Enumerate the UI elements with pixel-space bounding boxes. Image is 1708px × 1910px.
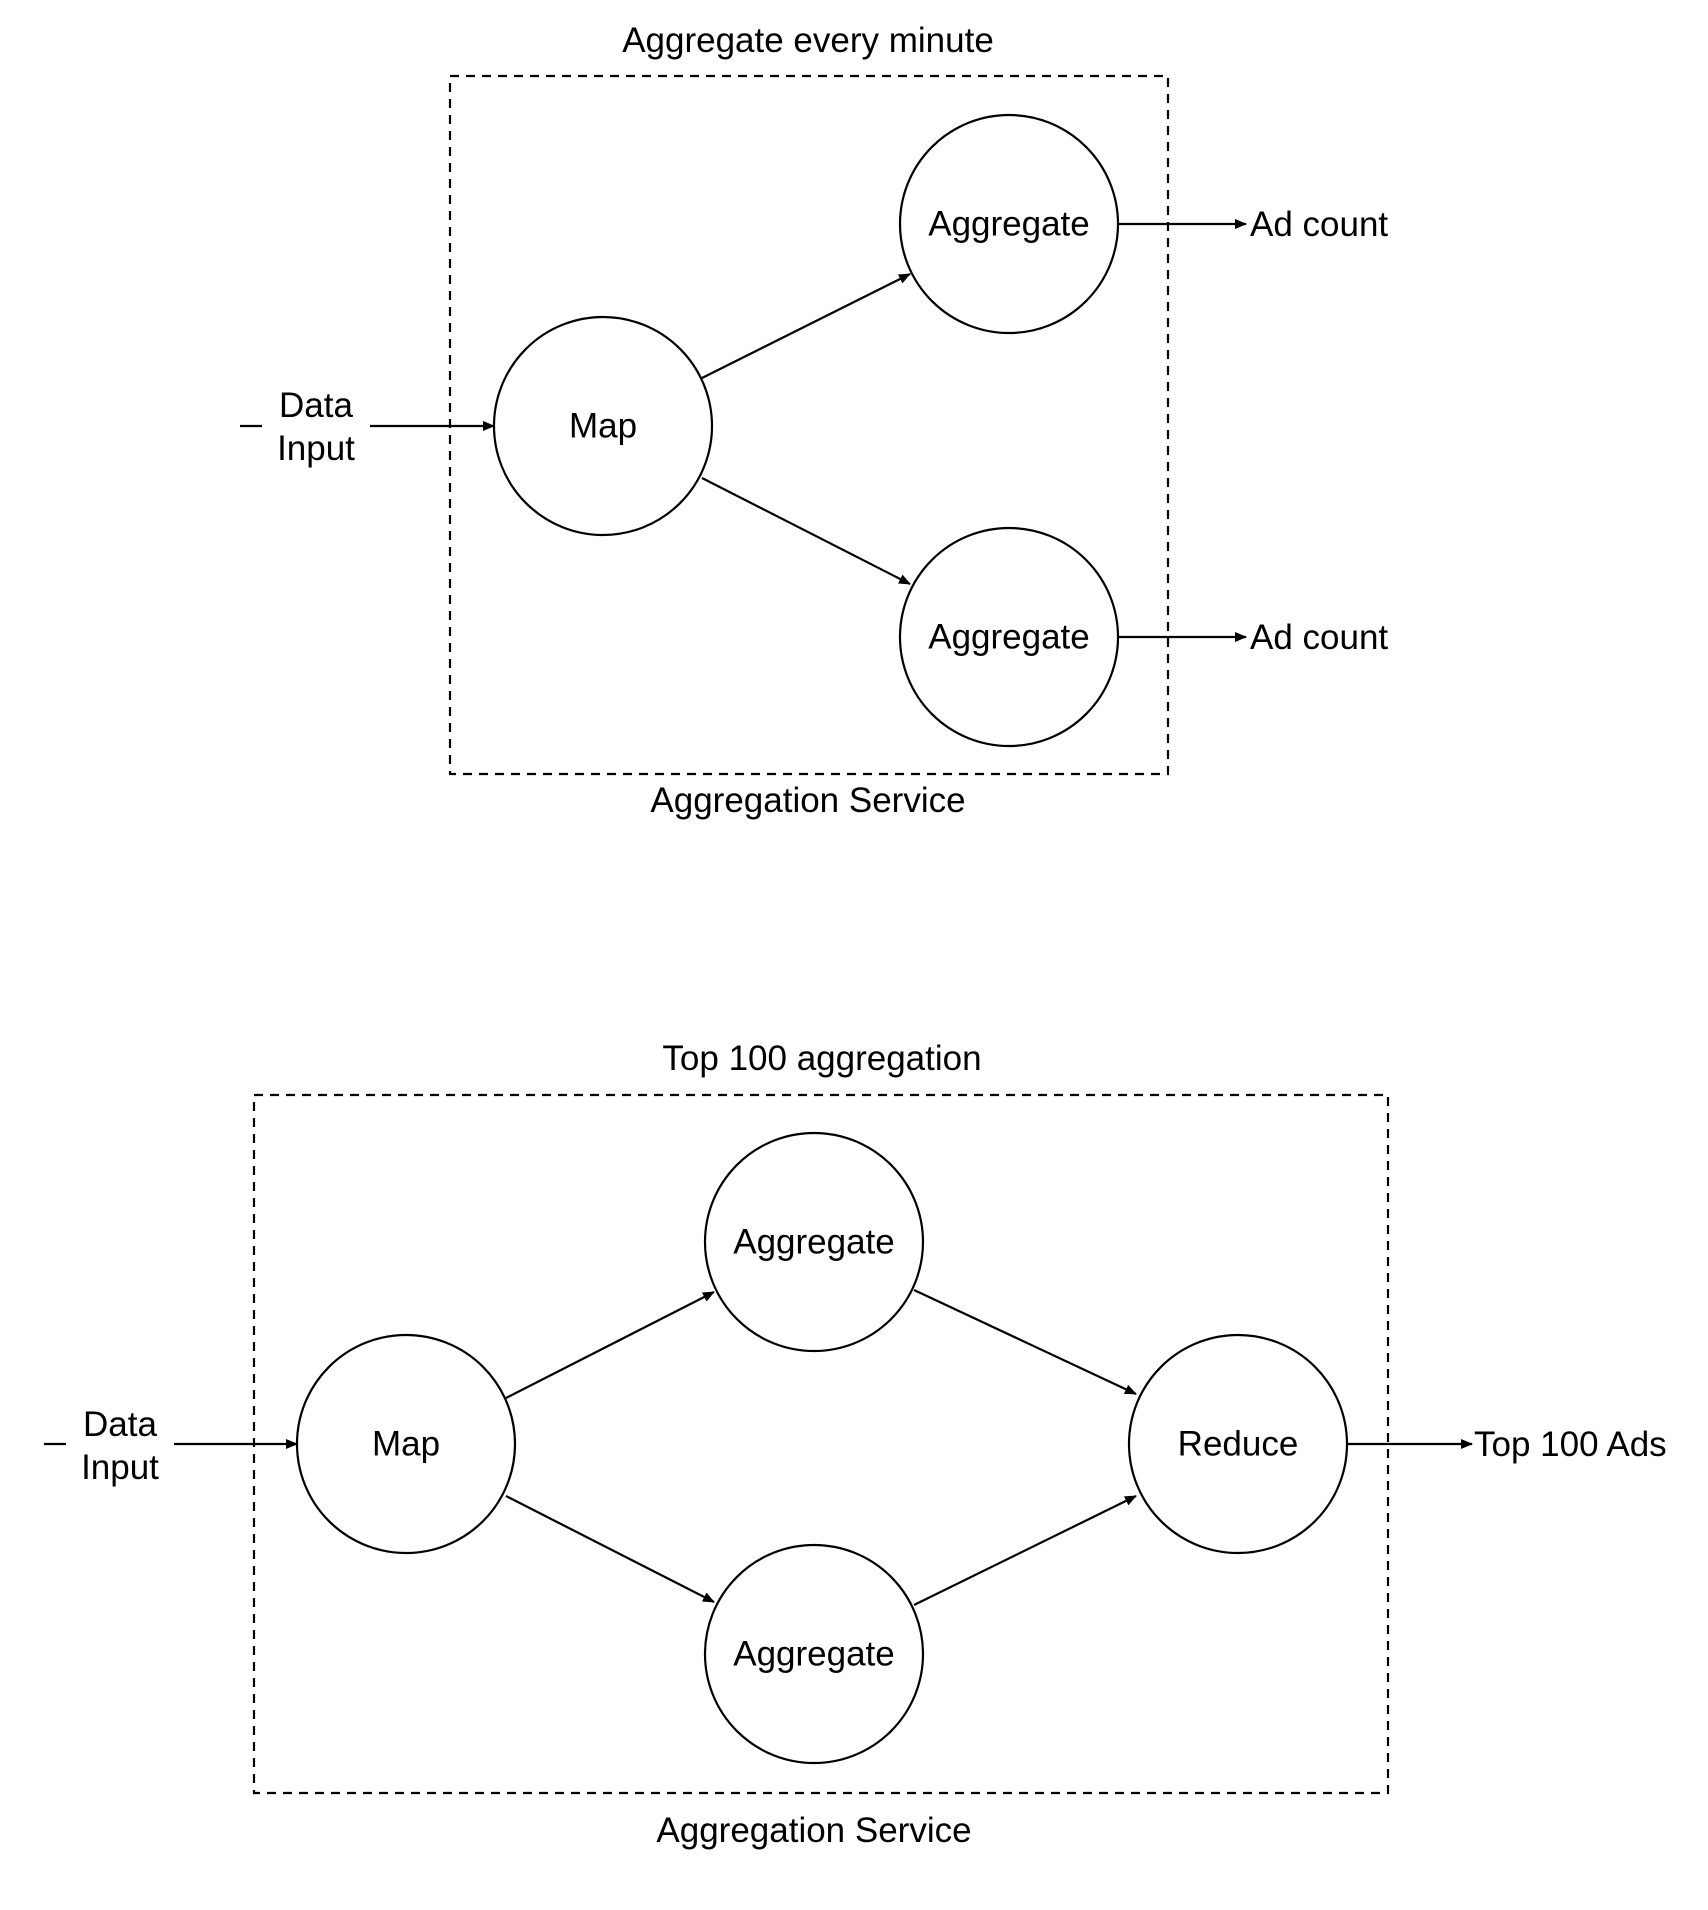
- diagram2-edge-aggregate-top-to-reduce: [913, 1289, 1137, 1395]
- diagram2-reduce-label: Reduce: [1178, 1425, 1299, 1464]
- diagram1-output-bottom-label: Ad count: [1250, 618, 1388, 657]
- diagram1-footer: Aggregation Service: [650, 781, 965, 820]
- diagram2-reduce-node: [1127, 1333, 1349, 1555]
- diagram1-aggregate-bottom-node: [898, 526, 1120, 748]
- diagram2-edge-aggregate-bottom-to-reduce: [913, 1495, 1137, 1606]
- diagram1-aggregate-top-node: [898, 113, 1120, 335]
- diagram1-aggregate-bottom-label: Aggregate: [928, 618, 1090, 657]
- diagram1-edge-map-to-aggregate-top: [701, 273, 911, 379]
- diagram2-aggregate-top-node: [703, 1131, 925, 1353]
- diagram1-edge-map-to-aggregate-bottom: [701, 477, 911, 585]
- diagram2-output-label: Top 100 Ads: [1474, 1425, 1667, 1464]
- diagram1-map-label: Map: [569, 407, 637, 446]
- diagram1-input-label-line1: Data: [279, 386, 353, 425]
- diagram2-aggregate-bottom-node: [703, 1543, 925, 1765]
- diagram2-input-label-line2: Input: [81, 1448, 159, 1487]
- diagram2-aggregate-bottom-label: Aggregate: [733, 1635, 895, 1674]
- diagram2-edge-map-to-aggregate-top: [505, 1291, 715, 1399]
- diagram1-aggregate-top-label: Aggregate: [928, 205, 1090, 244]
- diagram2-aggregate-top-label: Aggregate: [733, 1223, 895, 1262]
- diagram2-input-label-line1: Data: [83, 1405, 157, 1444]
- diagram1-input-label-line2: Input: [277, 429, 355, 468]
- diagram2-map-node: [295, 1333, 517, 1555]
- diagram1-output-top-label: Ad count: [1250, 205, 1388, 244]
- diagram2-map-label: Map: [372, 1425, 440, 1464]
- top-100-aggregation-diagram: Top 100 aggregation Aggregation Service …: [44, 1039, 1667, 1850]
- diagram1-map-node: [492, 315, 714, 537]
- aggregate-every-minute-diagram: Aggregate every minute Aggregation Servi…: [240, 21, 1388, 820]
- diagram2-title: Top 100 aggregation: [662, 1039, 981, 1078]
- diagram1-title: Aggregate every minute: [622, 21, 994, 60]
- diagram2-footer: Aggregation Service: [656, 1811, 971, 1850]
- diagram2-edge-map-to-aggregate-bottom: [505, 1495, 715, 1603]
